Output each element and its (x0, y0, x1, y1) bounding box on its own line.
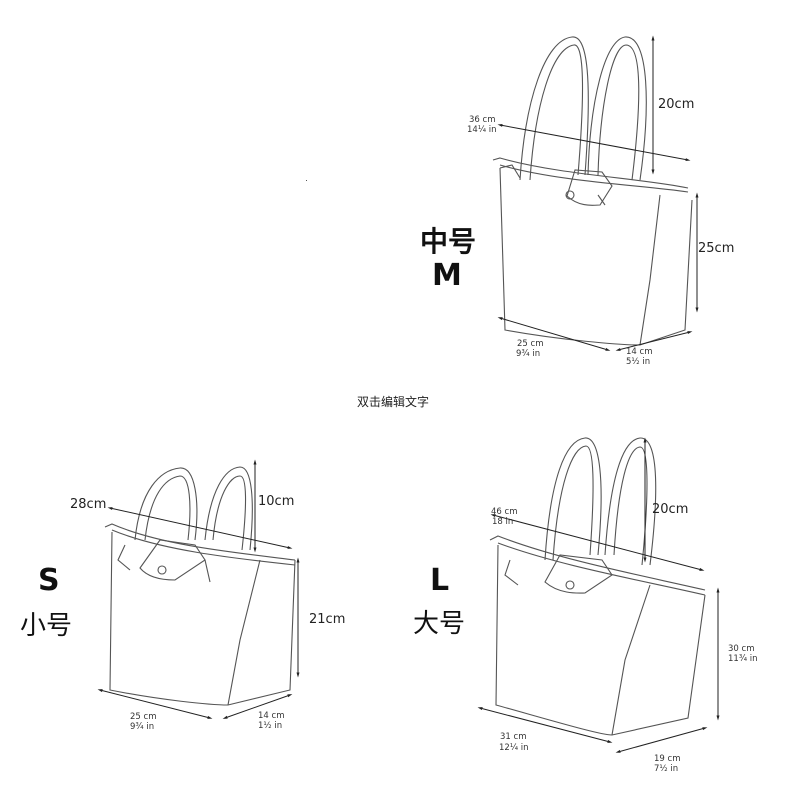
large-depth-in: 7½ in (654, 764, 679, 774)
large-width-cm: 31 cm (500, 732, 527, 742)
medium-handle-drop: 20cm (658, 97, 695, 112)
large-height-cm: 30 cm (728, 644, 755, 654)
small-width-cm: 25 cm (130, 712, 157, 722)
small-dimension-lines (97, 459, 300, 719)
small-size-letter: S (38, 563, 60, 598)
large-size-cn: 大号 (413, 609, 466, 639)
large-size-letter: L (430, 563, 450, 598)
large-handle-drop: 20cm (652, 502, 689, 517)
small-size-cn: 小号 (20, 611, 73, 641)
medium-width-in: 9¾ in (516, 349, 541, 359)
edit-text-caption[interactable]: 双击编辑文字 (357, 395, 430, 409)
medium-bag-drawing (492, 36, 693, 346)
small-depth-cm: 14 cm (258, 711, 285, 721)
medium-size-cn: 中号 (420, 225, 477, 258)
large-bag-drawing (489, 437, 706, 736)
medium-height: 25cm (698, 241, 735, 256)
stray-dot (306, 180, 307, 181)
small-handle-drop: 10cm (258, 494, 295, 509)
large-handle-length-cm: 46 cm (491, 507, 518, 517)
medium-size-letter: M (432, 258, 462, 293)
large-width-in: 12¼ in (499, 743, 529, 753)
large-dimension-lines (477, 437, 720, 753)
small-handle-length: 28cm (70, 497, 107, 512)
large-handle-length-in: 18 in (492, 517, 514, 527)
medium-depth-cm: 14 cm (626, 347, 653, 357)
large-height-in: 11¾ in (728, 654, 758, 664)
medium-handle-length-in: 14¼ in (467, 125, 497, 135)
medium-width-cm: 25 cm (517, 339, 544, 349)
medium-handle-length-cm: 36 cm (469, 115, 496, 125)
large-depth-cm: 19 cm (654, 754, 681, 764)
small-width-in: 9¾ in (130, 722, 155, 732)
medium-depth-in: 5½ in (626, 357, 651, 367)
small-depth-in: 1½ in (258, 721, 283, 731)
medium-dimension-lines (497, 35, 699, 351)
small-height: 21cm (309, 612, 346, 627)
